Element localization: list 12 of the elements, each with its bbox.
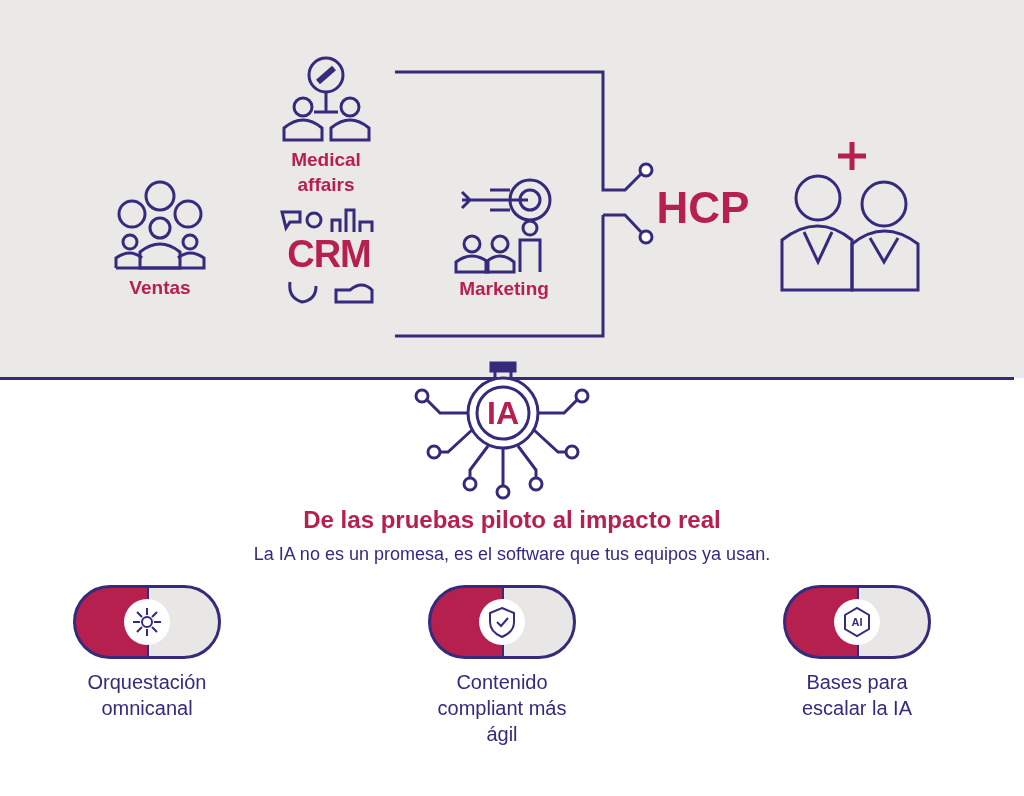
icon-text: AI [850,616,864,629]
toggle-caption: Orquestación omnicanal [86,670,208,721]
toggle-caption: Contenido compliant más ágil [436,670,568,747]
team-label: Marketing [458,277,550,301]
ia-text: IA [486,394,520,432]
audience-label: HCP [655,182,751,234]
section-title: De las pruebas piloto al impacto real [302,505,722,535]
team-label: Ventas [128,276,192,300]
subtitle-text: La IA no es un promesa, es el software que tus equipos ya usan. [252,543,772,566]
toggle-caption: Bases para escalar la IA [800,670,914,721]
team-label: Medical affairs [290,148,362,197]
crm-text: CRM [286,233,372,275]
